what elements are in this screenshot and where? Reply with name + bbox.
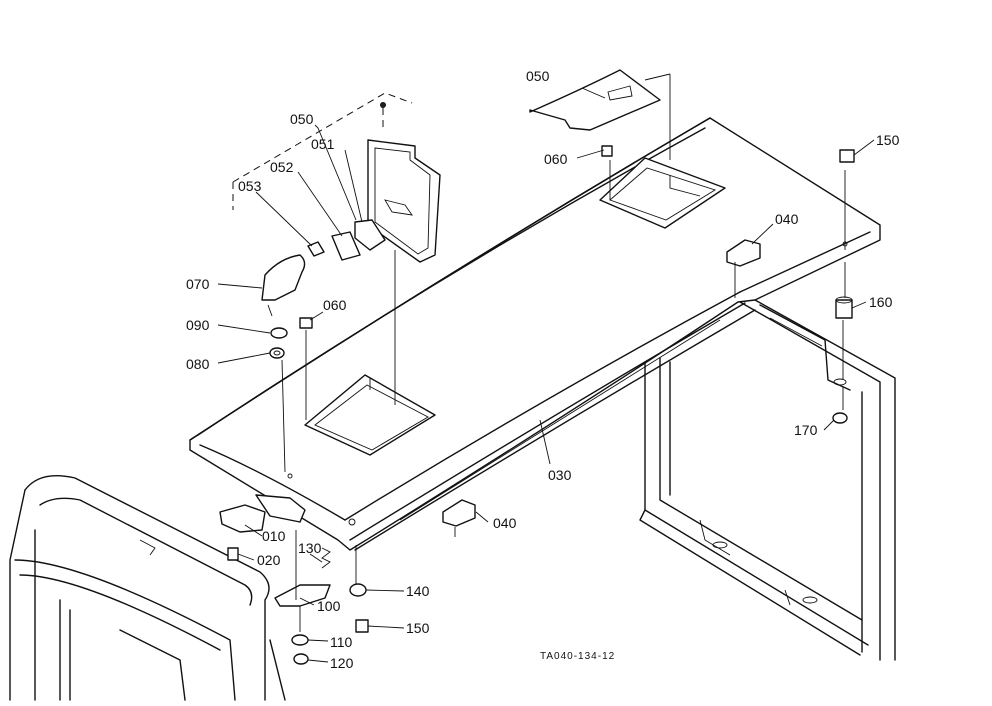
label-part-050-top: 050 (526, 68, 550, 84)
label-part-040-front: 040 (493, 515, 517, 531)
label-part-052: 052 (270, 159, 294, 175)
label-part-130: 130 (298, 540, 322, 556)
label-part-120: 120 (330, 655, 354, 671)
label-part-051: 051 (311, 136, 335, 152)
label-part-010: 010 (262, 528, 286, 544)
label-part-110: 110 (330, 634, 353, 650)
label-part-090: 090 (186, 317, 210, 333)
label-part-150-top: 150 (876, 132, 900, 148)
front-cab-drawing (9, 475, 286, 701)
label-part-053: 053 (238, 178, 262, 194)
cab-frame-drawing (639, 299, 896, 661)
guide-lines-drawing (232, 73, 846, 632)
small-parts-drawing (219, 145, 855, 665)
label-part-170: 170 (794, 422, 818, 438)
label-part-060-rear: 060 (544, 151, 568, 167)
label-part-080: 080 (186, 356, 210, 372)
label-part-160: 160 (869, 294, 893, 310)
label-part-100: 100 (317, 598, 341, 614)
label-part-150-bottom: 150 (406, 620, 430, 636)
label-part-140: 140 (406, 583, 430, 599)
label-part-060-front: 060 (323, 297, 347, 313)
label-part-030: 030 (548, 467, 572, 483)
label-part-040-rear: 040 (775, 211, 799, 227)
drawing-code: TA040-134-12 (540, 651, 616, 662)
leader-lines-drawing (217, 87, 875, 663)
roof-panel-030-drawing (189, 117, 881, 551)
label-part-020: 020 (257, 552, 281, 568)
label-part-070: 070 (186, 276, 210, 292)
cover-050-drawing (367, 69, 661, 263)
label-part-050-left: 050 (290, 111, 314, 127)
